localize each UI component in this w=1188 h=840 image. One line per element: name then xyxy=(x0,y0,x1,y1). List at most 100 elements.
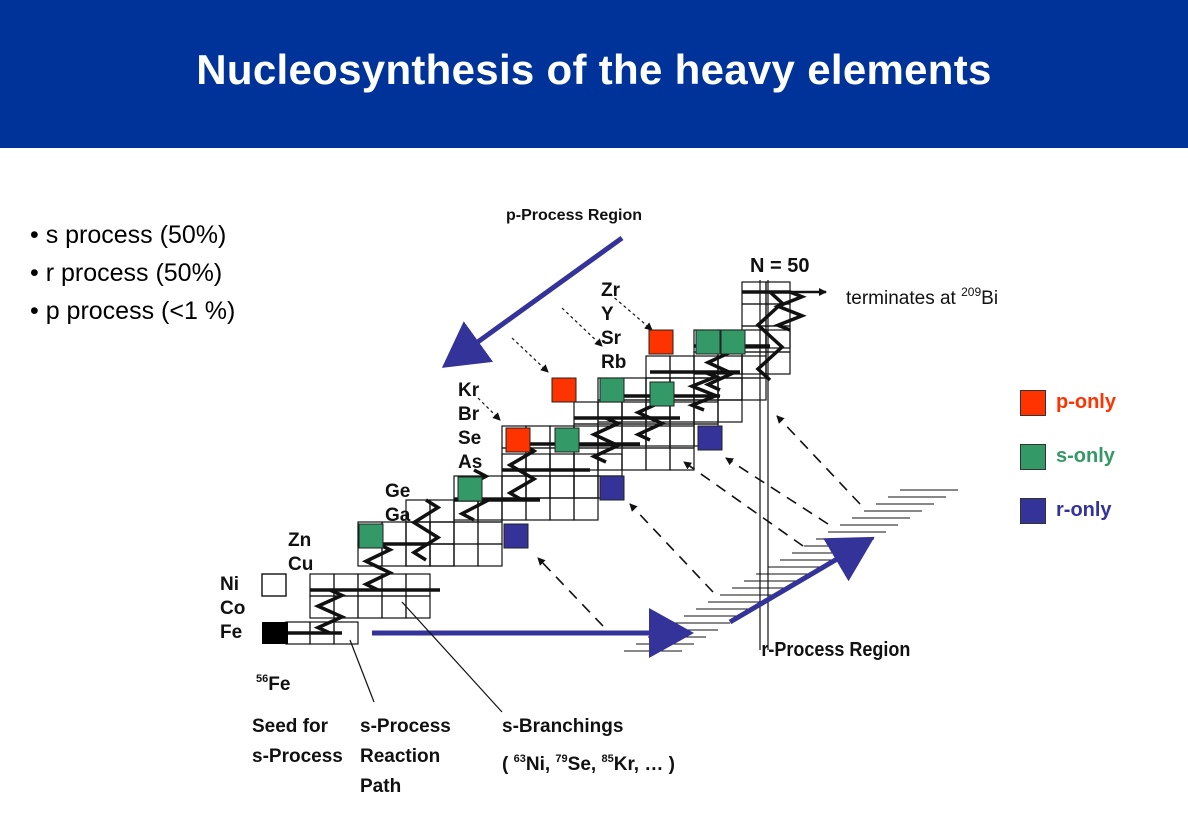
element-labels-ni-co-fe: Ni Co Fe xyxy=(220,574,245,643)
s-only-marker xyxy=(720,329,746,355)
nuclide-cell xyxy=(309,573,335,597)
p-process-arrow xyxy=(441,235,624,368)
legend-item-s-only: s-only xyxy=(1020,442,1180,472)
process-bullet-list: • s process (50%) • r process (50%) • p … xyxy=(30,216,235,330)
legend-item-p-only: p-only xyxy=(1020,388,1180,418)
s-branchings-label: s-Branchings ( 63Ni, 79Se, 85Kr, … ) xyxy=(502,716,675,775)
r-only-marker xyxy=(697,425,723,451)
nuclide-cell xyxy=(525,475,551,499)
element-labels-zr-y-sr-rb: Zr Y Sr Rb xyxy=(601,280,626,373)
r-only-marker xyxy=(503,523,529,549)
element-labels-kr-br-se-as: Kr Br Se As xyxy=(458,380,482,473)
nuclide-cell xyxy=(597,453,623,477)
fe56-seed-cell xyxy=(262,622,288,644)
nuclide-cell xyxy=(477,521,503,545)
element-labels-zn-cu: Zn Cu xyxy=(288,530,313,575)
ni-empty-cell xyxy=(261,573,287,597)
r-process-arrow xyxy=(728,536,875,625)
bullet-p-process: • p process (<1 %) xyxy=(30,297,236,325)
nuclide-cell xyxy=(573,497,599,521)
nuclide-cell xyxy=(669,355,695,379)
svg-text:Seed for: Seed for xyxy=(252,716,329,737)
s-only-marker xyxy=(554,427,580,453)
s-only-swatch xyxy=(1020,444,1046,470)
svg-text:Y: Y xyxy=(601,304,614,325)
label-pointers xyxy=(477,293,653,421)
svg-text:Br: Br xyxy=(458,404,480,425)
nuclide-cell xyxy=(645,355,671,379)
r-process-region-lines xyxy=(624,489,958,652)
nuclide-cell xyxy=(717,377,743,401)
beta-decay-arrows xyxy=(537,415,861,627)
svg-text:Zn: Zn xyxy=(288,530,311,551)
nuclide-cell xyxy=(741,377,767,401)
slide-title: Nucleosynthesis of the heavy elements xyxy=(196,46,992,93)
fe56-label: 56Fe xyxy=(256,673,290,695)
r-only-swatch xyxy=(1020,498,1046,524)
bottom-label-pointers xyxy=(349,601,503,713)
nuclide-cell xyxy=(357,595,383,619)
svg-text:Ni: Ni xyxy=(220,574,239,595)
p-only-marker xyxy=(505,427,531,453)
terminates-label: terminates at 209Bi xyxy=(846,285,998,309)
nuclide-cell xyxy=(669,423,695,447)
r-process-region-label: r-Process Region xyxy=(761,639,910,661)
nuclide-cell xyxy=(621,447,647,471)
p-process-region-label: p-Process Region xyxy=(506,207,642,224)
p-only-marker xyxy=(648,329,674,355)
s-process-path-label: s-Process Reaction Path xyxy=(360,716,451,797)
svg-text:Se: Se xyxy=(458,428,481,449)
bullet-s-process: • s process (50%) xyxy=(30,221,227,249)
svg-text:Kr: Kr xyxy=(458,380,480,401)
svg-text:Fe: Fe xyxy=(220,622,242,643)
nuclide-cell xyxy=(717,377,743,401)
nuclide-cell xyxy=(453,521,479,545)
svg-text:Zr: Zr xyxy=(601,280,621,301)
nuclide-cell xyxy=(573,401,599,425)
legend-item-r-only: r-only xyxy=(1020,496,1180,526)
nuclide-cell xyxy=(717,399,743,423)
seed-label: Seed for s-Process xyxy=(252,716,343,767)
nuclide-cell xyxy=(645,447,671,471)
svg-text:s-Branchings: s-Branchings xyxy=(502,716,623,737)
legend-label-s-only: s-only xyxy=(1056,445,1115,467)
r-only-marker xyxy=(599,475,625,501)
svg-text:As: As xyxy=(458,452,482,473)
svg-text:Path: Path xyxy=(360,776,401,797)
nuclide-cell xyxy=(429,543,455,567)
nuclide-cell xyxy=(453,543,479,567)
n50-label: N = 50 xyxy=(750,255,809,277)
isotope-markers xyxy=(358,329,746,549)
svg-text:s-Process: s-Process xyxy=(360,716,451,737)
nuclide-cell xyxy=(477,543,503,567)
legend-label-r-only: r-only xyxy=(1056,499,1112,521)
nuclide-cell xyxy=(405,595,431,619)
title-bar: Nucleosynthesis of the heavy elements xyxy=(0,0,1188,148)
svg-text:Reaction: Reaction xyxy=(360,746,440,767)
nuclide-cell xyxy=(669,425,695,449)
nuclide-cell xyxy=(381,573,407,597)
nuclide-cell xyxy=(573,475,599,499)
nuclide-cell xyxy=(741,329,767,353)
process-arrows xyxy=(372,235,875,658)
svg-text:Rb: Rb xyxy=(601,352,626,373)
nuclide-cell xyxy=(405,573,431,597)
nuclide-cell xyxy=(765,351,791,375)
s-only-marker xyxy=(695,329,721,355)
nuclide-cell xyxy=(525,475,551,499)
s-only-marker xyxy=(358,523,384,549)
svg-text:Ga: Ga xyxy=(385,505,411,526)
nuclide-cell xyxy=(549,453,575,477)
nuclide-cell xyxy=(573,475,599,499)
s-only-marker xyxy=(649,381,675,407)
nuclide-cell xyxy=(693,401,719,425)
svg-text:Cu: Cu xyxy=(288,554,313,575)
p-only-swatch xyxy=(1020,390,1046,416)
svg-text:Ge: Ge xyxy=(385,481,410,502)
s-branchings-list: ( 63Ni, 79Se, 85Kr, … ) xyxy=(502,753,675,775)
s-only-marker xyxy=(457,476,483,502)
nuclide-cell xyxy=(429,543,455,567)
bullet-r-process: • r process (50%) xyxy=(30,259,223,287)
svg-text:s-Process: s-Process xyxy=(252,746,343,767)
